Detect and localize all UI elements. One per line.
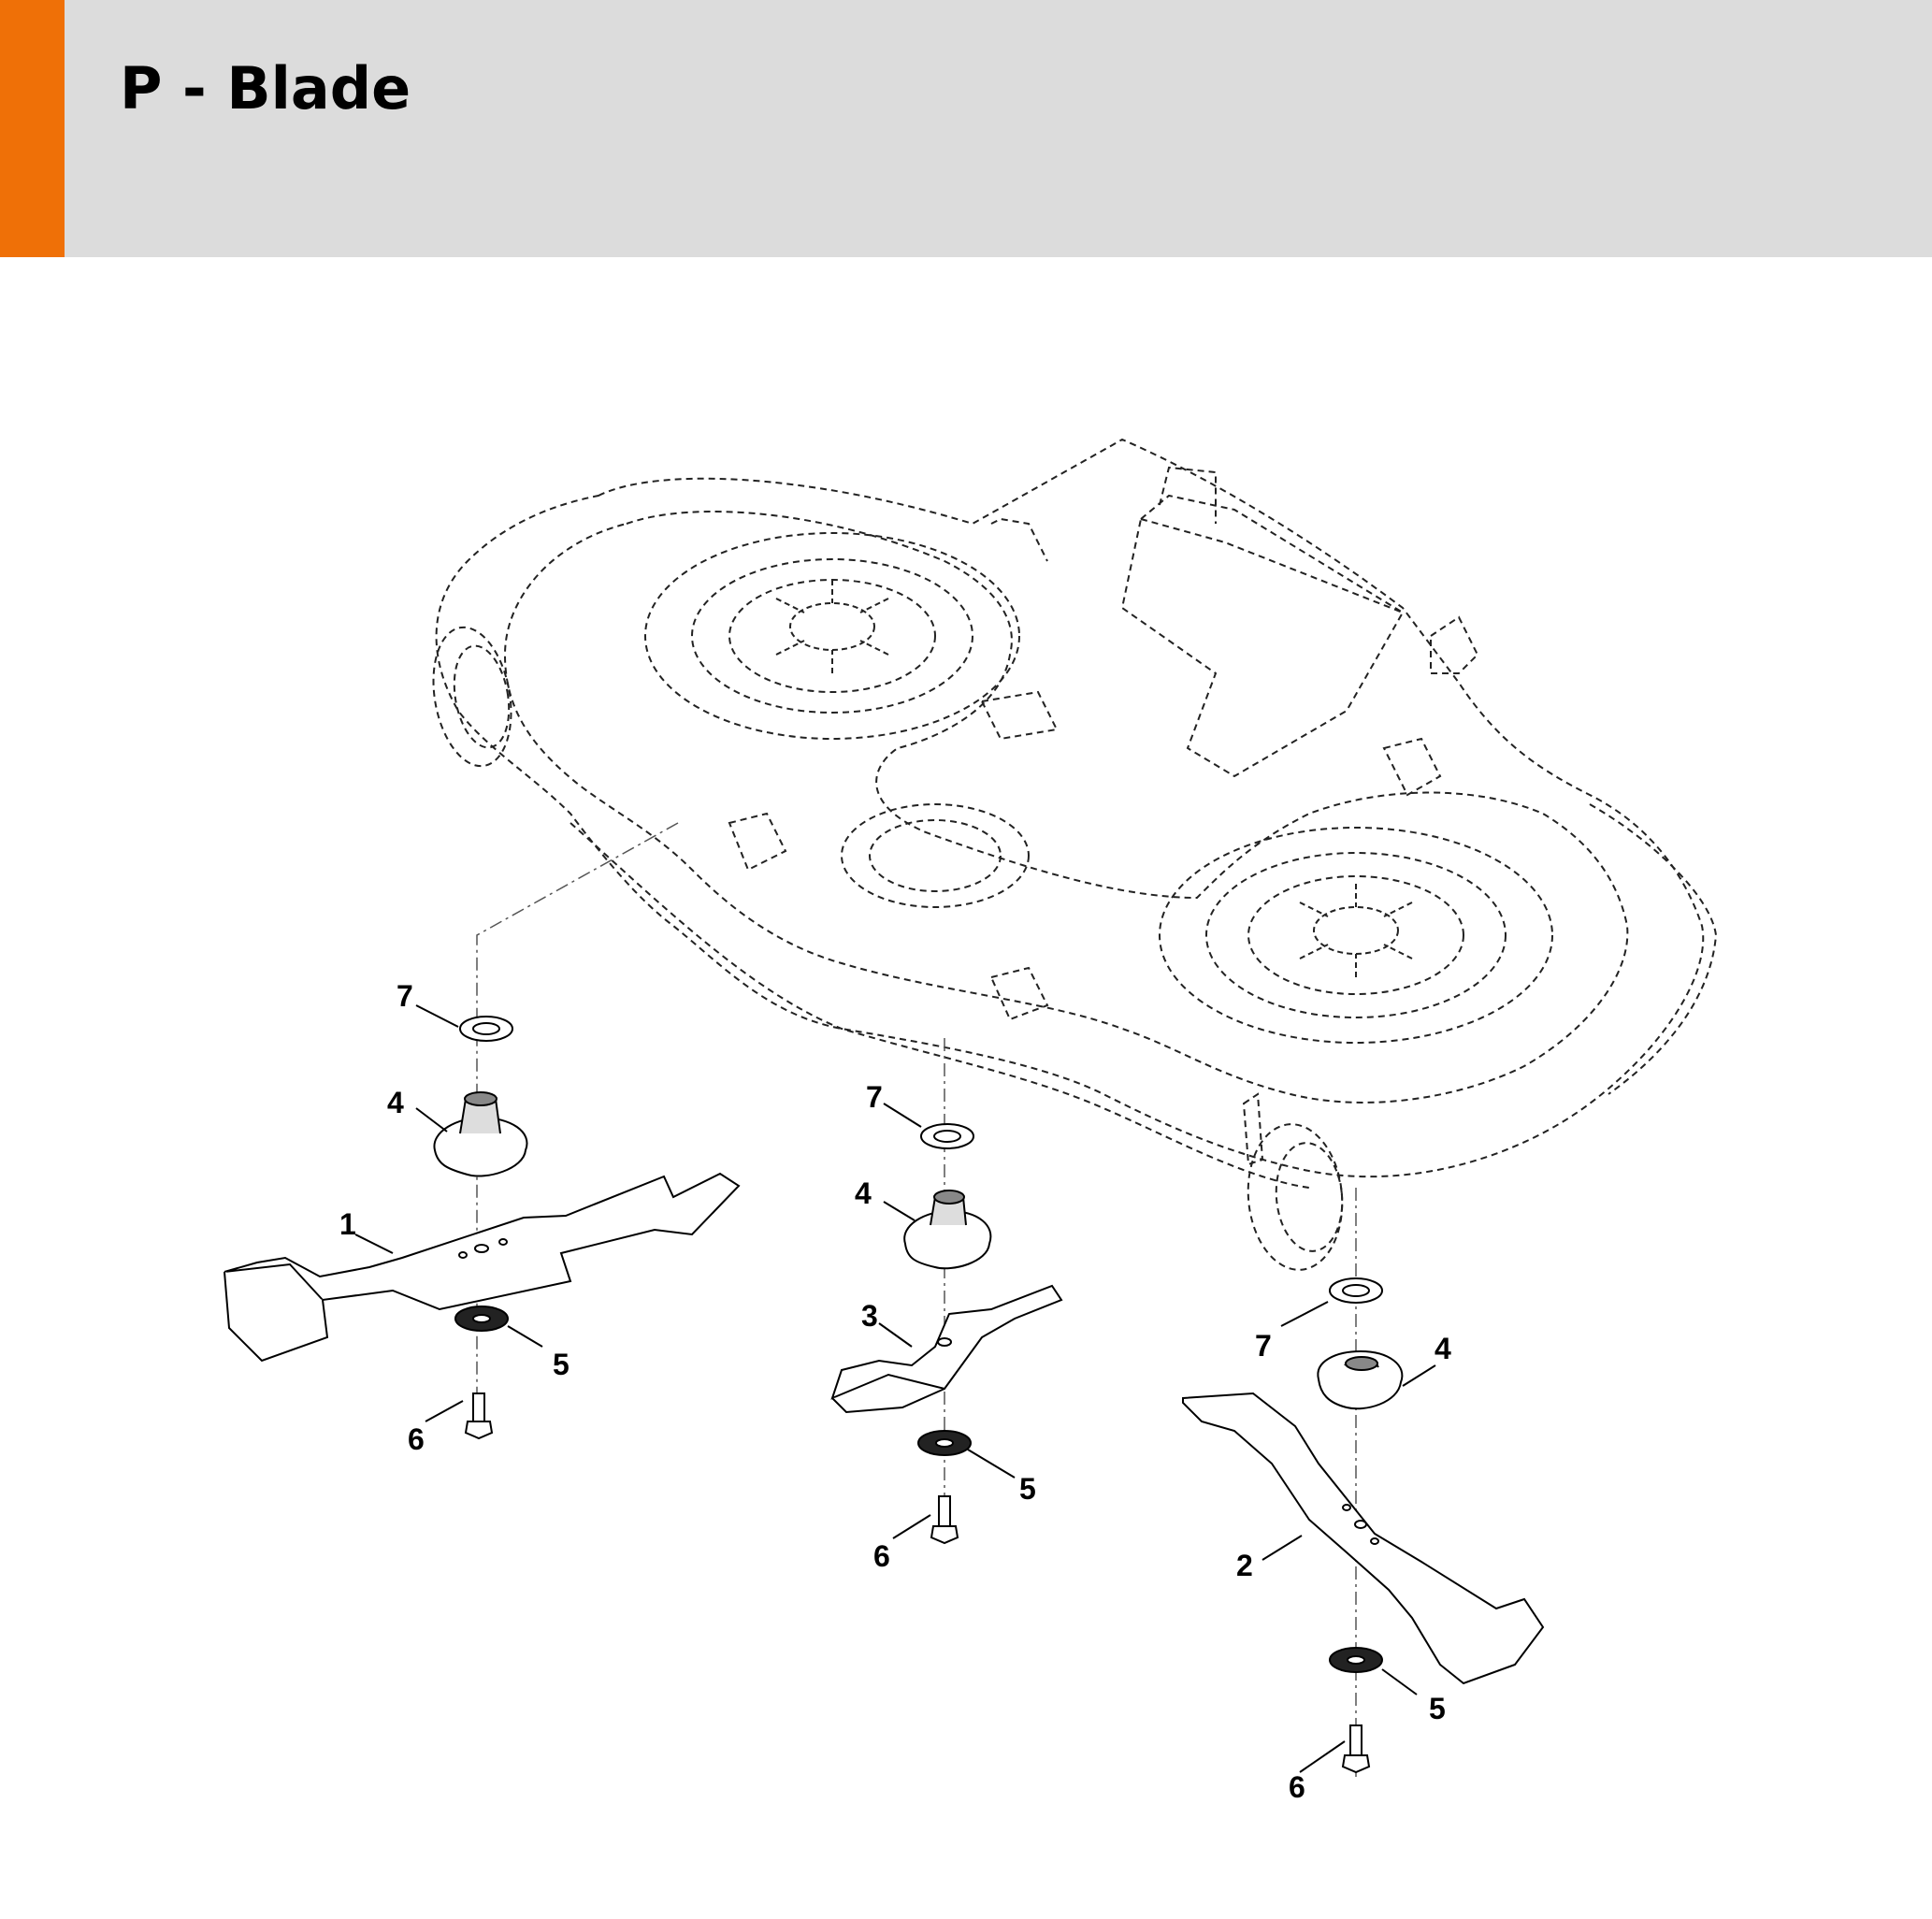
serrated-washer-part-5-center xyxy=(917,1430,972,1456)
callout-3: 3 xyxy=(861,1299,878,1333)
callout-5-center: 5 xyxy=(1019,1472,1036,1506)
callout-7-left: 7 xyxy=(396,979,413,1013)
bolt-part-6-left xyxy=(464,1392,494,1440)
header-accent-bar xyxy=(0,0,65,257)
blade-hub-part-4-center xyxy=(903,1190,992,1270)
washer-part-7-center xyxy=(920,1123,974,1149)
callout-1: 1 xyxy=(339,1207,356,1241)
washer-part-7-right xyxy=(1329,1277,1383,1304)
bolt-part-6-center xyxy=(930,1495,959,1545)
blade-part-1 xyxy=(223,1172,741,1363)
blade-part-2 xyxy=(1182,1392,1545,1685)
spindle-hubs xyxy=(775,580,1413,977)
callout-7-right: 7 xyxy=(1255,1329,1272,1363)
callout-6-right: 6 xyxy=(1289,1770,1305,1804)
callout-4-center: 4 xyxy=(855,1176,872,1210)
serrated-washer-part-5-right xyxy=(1329,1647,1383,1673)
callout-6-center: 6 xyxy=(873,1539,890,1573)
blade-hub-part-4-right xyxy=(1317,1349,1404,1410)
page-title: P - Blade xyxy=(120,54,411,123)
callout-7-center: 7 xyxy=(866,1080,883,1114)
callout-6-left: 6 xyxy=(408,1422,425,1456)
bolt-part-6-right xyxy=(1341,1724,1371,1774)
callout-5-left: 5 xyxy=(553,1348,570,1381)
callout-5-right: 5 xyxy=(1429,1692,1446,1725)
assembly-axis-lines xyxy=(476,822,1357,1777)
page-header: P - Blade xyxy=(0,0,1932,257)
serrated-washer-part-5-left xyxy=(454,1306,509,1332)
blade-hub-part-4-left xyxy=(433,1091,528,1177)
washer-part-7-left xyxy=(459,1016,513,1042)
callout-4-right: 4 xyxy=(1435,1332,1451,1365)
blade-part-3 xyxy=(830,1284,1063,1414)
callout-2: 2 xyxy=(1236,1549,1253,1582)
callout-4-left: 4 xyxy=(387,1086,404,1119)
callouts: 7 4 1 5 6 7 4 3 5 6 7 4 2 5 6 xyxy=(339,979,1451,1804)
